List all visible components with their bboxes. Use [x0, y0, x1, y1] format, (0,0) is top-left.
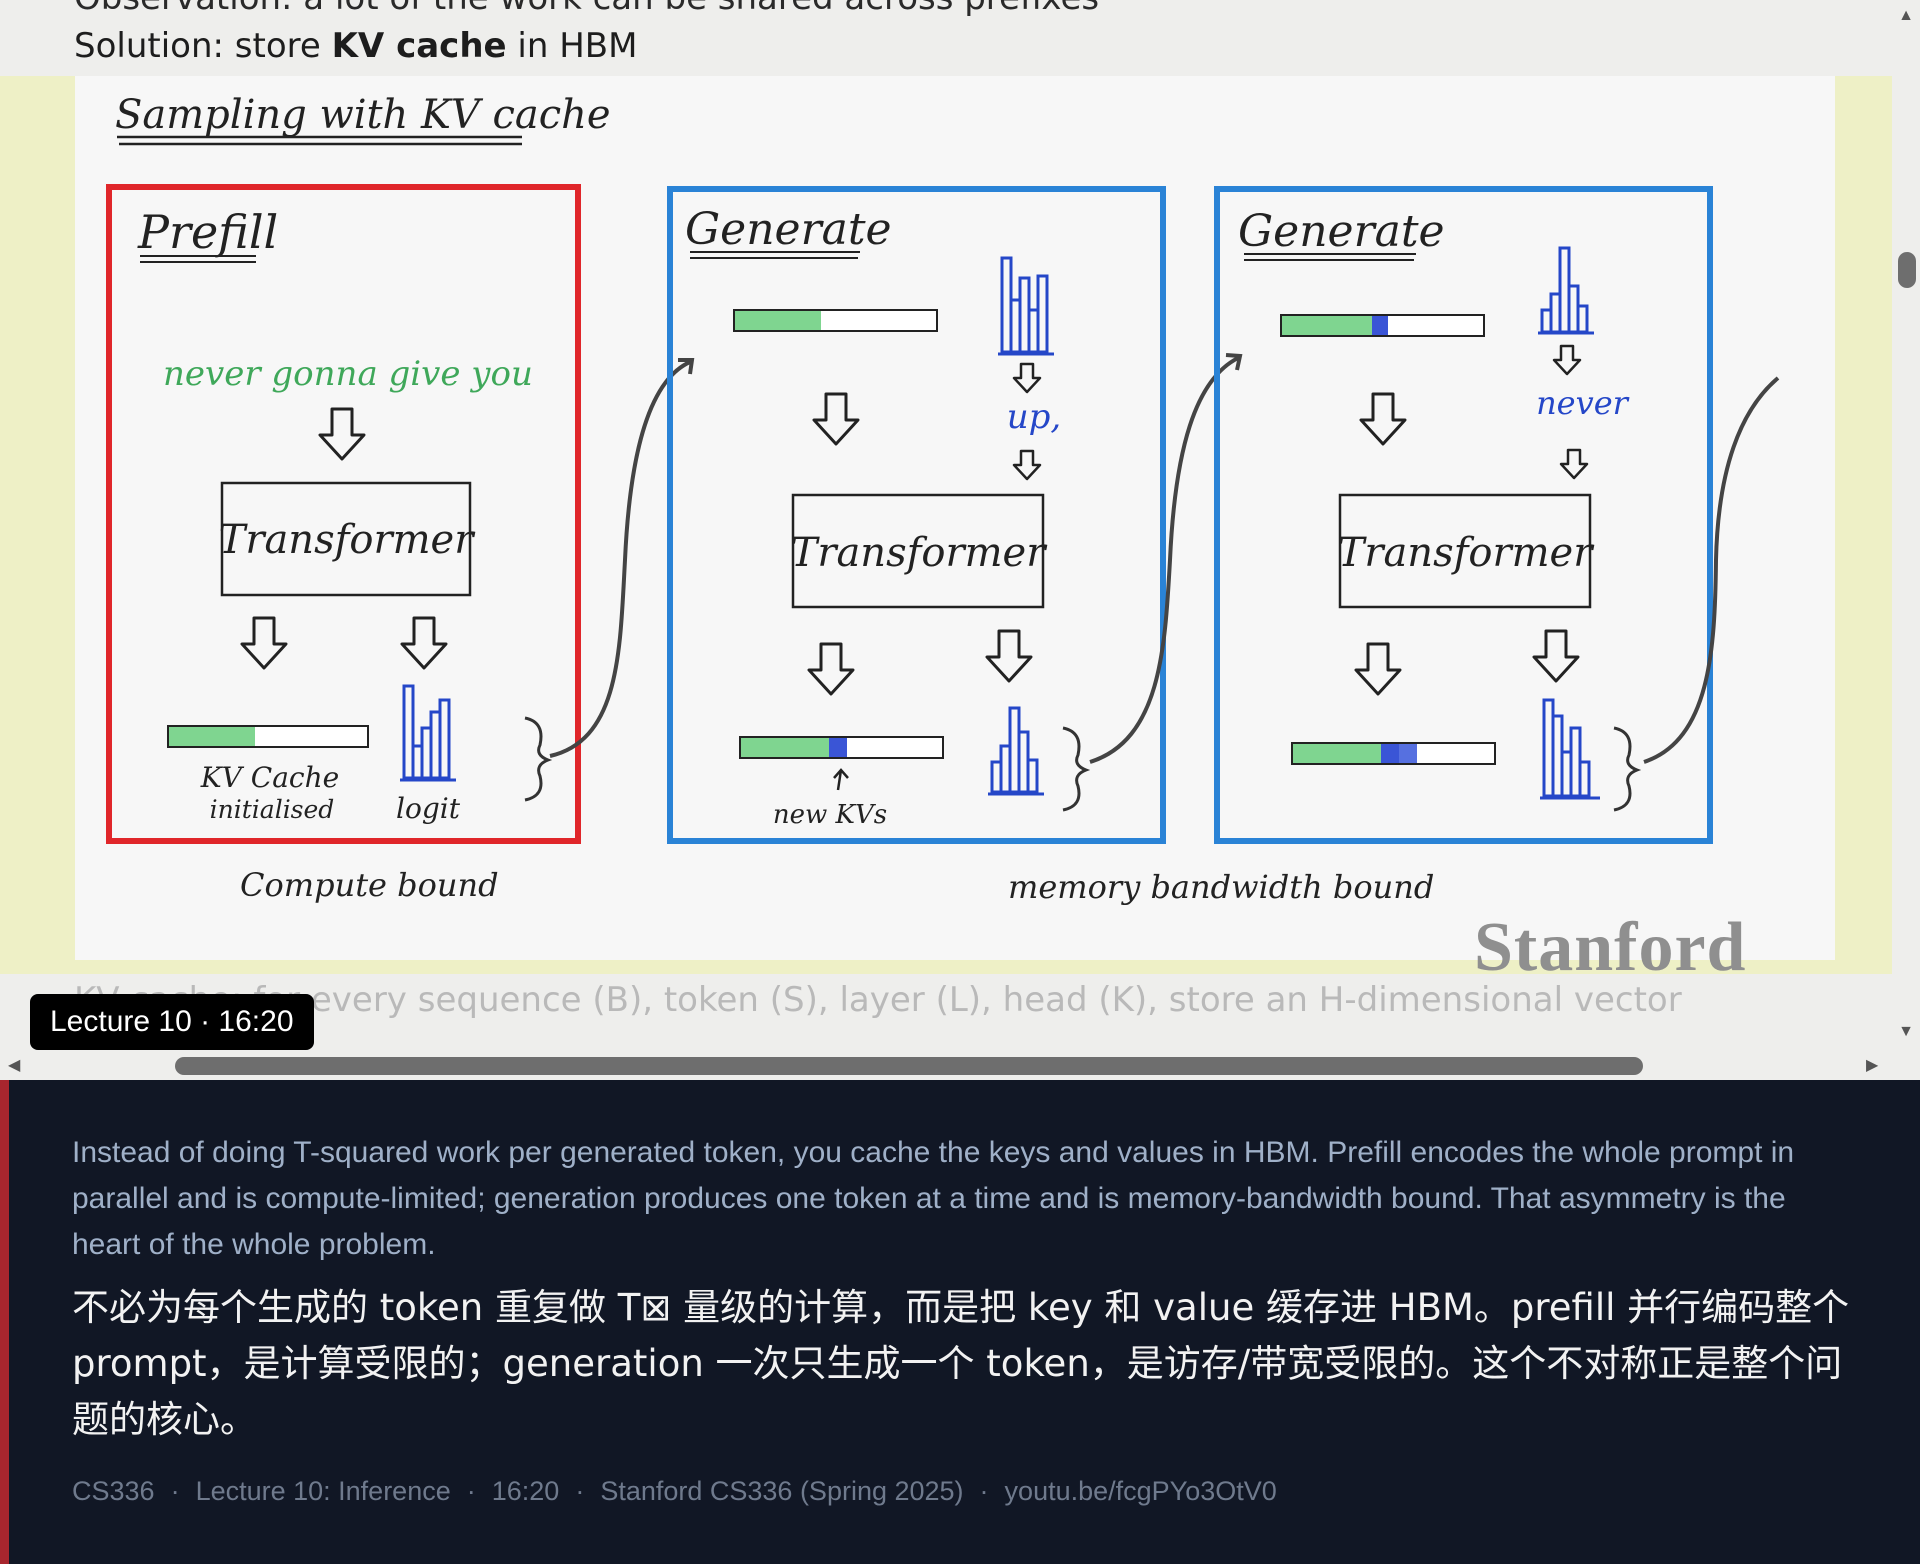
small-down-arrow-icon	[1552, 344, 1582, 376]
scroll-left-icon[interactable]: ◀	[8, 1057, 21, 1074]
caption-chinese: 不必为每个生成的 token 重复做 T⊠ 量级的计算，而是把 key 和 va…	[72, 1286, 1850, 1441]
down-arrow-icon	[318, 407, 366, 461]
slide-solution: Solution: store KV cache in HBM	[74, 26, 637, 66]
generate-2-kv-bar	[1291, 742, 1496, 765]
down-arrow-icon	[985, 629, 1033, 683]
generate-2-title: Generate	[1238, 206, 1445, 257]
prefill-transformer-label: Transformer	[219, 517, 477, 563]
generate-2-transformer-label: Transformer	[1338, 530, 1596, 576]
flow-arrow-2	[1089, 356, 1239, 764]
flow-arrowhead-icon	[1225, 353, 1243, 371]
horizontal-scrollbar[interactable]: ◀ ▶	[0, 1050, 1920, 1080]
down-arrow-icon	[1354, 642, 1402, 696]
diagram-title: Sampling with KV cache	[115, 92, 611, 138]
down-arrow-icon	[240, 616, 288, 670]
generate-panel-1	[667, 186, 1166, 844]
meta-course: CS336	[72, 1476, 155, 1506]
generate-1-transformer-label: Transformer	[791, 530, 1049, 576]
scroll-up-icon[interactable]: ▲	[1898, 7, 1914, 24]
meta-line: CS336 · Lecture 10: Inference · 16:20 · Stanfo…	[72, 1476, 1277, 1507]
solution-suffix: in HBM	[506, 26, 638, 66]
prefill-title: Prefill	[137, 205, 278, 259]
generate-1-title: Generate	[685, 204, 892, 255]
drawing-board	[75, 76, 1835, 960]
down-arrow-icon	[1532, 629, 1580, 683]
pointer-arrow-icon	[833, 768, 849, 791]
kv-cache-diagram: Sampling with KV cache Prefill never gon…	[106, 92, 1780, 906]
meta-time: 16:20	[491, 1476, 560, 1506]
down-arrow-icon	[400, 616, 448, 670]
memory-bound-label: memory bandwidth bound	[1008, 868, 1434, 906]
generate-2-transformer-box	[1338, 493, 1592, 609]
caption-english: Instead of doing T-squared work per gene…	[72, 1136, 1795, 1261]
stanford-watermark: Stanford	[1474, 909, 1747, 986]
generate-2-input-histogram	[1538, 246, 1594, 335]
kv-cache-initialised-label: initialised	[210, 795, 335, 824]
horizontal-scroll-thumb[interactable]	[175, 1057, 1643, 1075]
down-arrow-icon	[812, 392, 860, 446]
meta-separator: ·	[575, 1476, 585, 1506]
vertical-scrollbar[interactable]: ▲ ▼	[1894, 0, 1920, 1040]
down-arrow-icon	[807, 642, 855, 696]
caption-panel: Instead of doing T-squared work per gene…	[0, 1080, 1920, 1564]
prefill-kv-cache-bar	[167, 725, 369, 748]
generate-1-input-histogram	[998, 256, 1054, 356]
generate-1-input-bar	[733, 309, 938, 332]
flow-arrowhead-icon	[678, 358, 695, 375]
kv-cache-label: KV Cache	[200, 761, 339, 794]
prefill-prompt: never gonna give you	[163, 354, 533, 394]
prefill-logit-histogram	[400, 684, 456, 782]
video-viewport[interactable]: Observation: a lot of the work can be sh…	[0, 0, 1920, 1080]
meta-separator: ·	[979, 1476, 989, 1506]
generate-1-kv-bar	[739, 736, 944, 759]
scroll-right-icon[interactable]: ▶	[1866, 1057, 1879, 1074]
timestamp-badge: Lecture 10 · 16:20	[30, 994, 314, 1050]
flow-arrow-3	[1643, 376, 1780, 764]
slide-observation: Observation: a lot of the work can be sh…	[74, 0, 1099, 18]
slide-faded-line: KV cache: for every sequence (B), token …	[74, 980, 1682, 1020]
solution-prefix: Solution: store	[74, 26, 332, 66]
generate-1-token: up,	[1007, 397, 1061, 437]
meta-url-link[interactable]: youtu.be/fcgPYo3OtV0	[1004, 1476, 1277, 1506]
prefill-transformer-box	[220, 481, 472, 597]
meta-lecture: Lecture 10: Inference	[195, 1476, 451, 1506]
generate-2-input-bar	[1280, 314, 1485, 337]
brace-icon	[1062, 726, 1091, 812]
meta-separator: ·	[466, 1476, 476, 1506]
accent-bar	[0, 1080, 9, 1564]
prefill-panel	[106, 184, 581, 844]
generate-2-output-histogram	[1540, 698, 1600, 800]
vertical-scroll-thumb[interactable]	[1898, 252, 1916, 288]
logit-label: logit	[396, 792, 461, 825]
down-arrow-icon	[1359, 392, 1407, 446]
scroll-down-icon[interactable]: ▼	[1898, 1023, 1914, 1040]
brace-icon	[1613, 726, 1642, 812]
generate-panel-2	[1214, 186, 1713, 844]
small-down-arrow-icon	[1012, 449, 1042, 481]
generate-2-token: never	[1536, 384, 1630, 422]
compute-bound-label: Compute bound	[240, 866, 499, 904]
new-kvs-label: new KVs	[773, 800, 887, 830]
brace-icon	[524, 716, 553, 802]
flow-arrow-1	[549, 360, 691, 758]
small-down-arrow-icon	[1012, 362, 1042, 394]
meta-source: Stanford CS336 (Spring 2025)	[600, 1476, 964, 1506]
generate-1-transformer-box	[791, 493, 1045, 609]
solution-bold: KV cache	[331, 26, 507, 66]
small-down-arrow-icon	[1559, 448, 1589, 480]
generate-1-output-histogram	[988, 706, 1044, 796]
meta-separator: ·	[170, 1476, 180, 1506]
